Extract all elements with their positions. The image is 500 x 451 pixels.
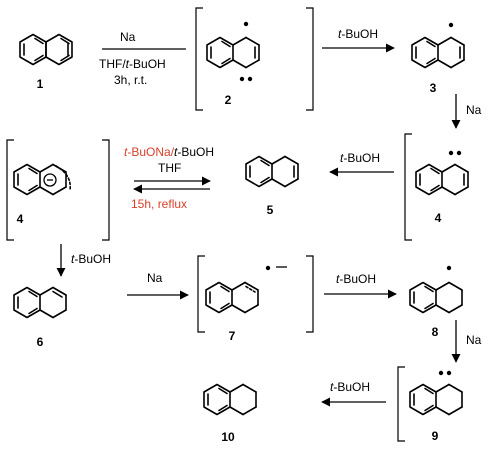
reagent-step5-line3: 15h, reflux — [131, 197, 187, 211]
compound-1-naphthalene — [19, 33, 73, 66]
compound-4-anion-structure — [415, 150, 469, 196]
compound-3-structure — [411, 22, 465, 69]
bracket-left-4b — [404, 133, 412, 241]
reagent-step5-line2: THF — [158, 161, 181, 175]
reagent-step6: t-BuOH — [71, 252, 111, 266]
bracket-left-2 — [195, 7, 203, 111]
reagent-step8: t-BuOH — [336, 272, 376, 286]
bracket-left-4a — [6, 139, 14, 241]
compound-label-10: 10 — [221, 430, 235, 444]
compound-9-structure — [409, 370, 463, 416]
compound-label-4-left: 4 — [17, 212, 24, 226]
reagent-step1-mid: THF/t-BuOH — [99, 57, 166, 71]
bracket-right-7 — [306, 255, 314, 333]
compound-4-allyl-anion-structure — [13, 163, 72, 196]
compound-label-5: 5 — [267, 203, 274, 217]
reagent-step4: t-BuOH — [340, 151, 380, 165]
compound-7-structure — [205, 265, 287, 314]
bracket-left-9 — [397, 366, 405, 442]
compound-label-8: 8 — [432, 325, 439, 339]
compound-6-structure — [13, 286, 67, 319]
reagent-step3: Na — [466, 103, 482, 117]
compound-2-structure — [206, 21, 260, 82]
compound-label-9: 9 — [432, 429, 439, 443]
reagent-step10: t-BuOH — [330, 380, 370, 394]
compound-label-4-right: 4 — [435, 211, 442, 225]
reagent-step1-top: Na — [120, 30, 136, 44]
compound-10-tetralin — [203, 383, 257, 416]
compound-label-3: 3 — [430, 81, 437, 95]
reagent-step9: Na — [466, 333, 482, 347]
bracket-left-7 — [197, 255, 205, 333]
reagent-step7: Na — [147, 271, 163, 285]
bracket-right-2 — [306, 7, 314, 111]
compound-label-2: 2 — [225, 93, 232, 107]
reagent-step5-line1: t-BuONa/t-BuOH — [124, 145, 214, 159]
compound-label-7: 7 — [229, 329, 236, 343]
compound-8-structure — [409, 265, 463, 314]
bracket-right-4a — [102, 139, 110, 241]
compound-5-structure — [245, 155, 299, 188]
reagent-step1-bottom: 3h, r.t. — [114, 73, 147, 87]
reagent-step2: t-BuOH — [338, 27, 378, 41]
compound-label-1: 1 — [37, 77, 44, 91]
compound-label-6: 6 — [37, 335, 44, 349]
